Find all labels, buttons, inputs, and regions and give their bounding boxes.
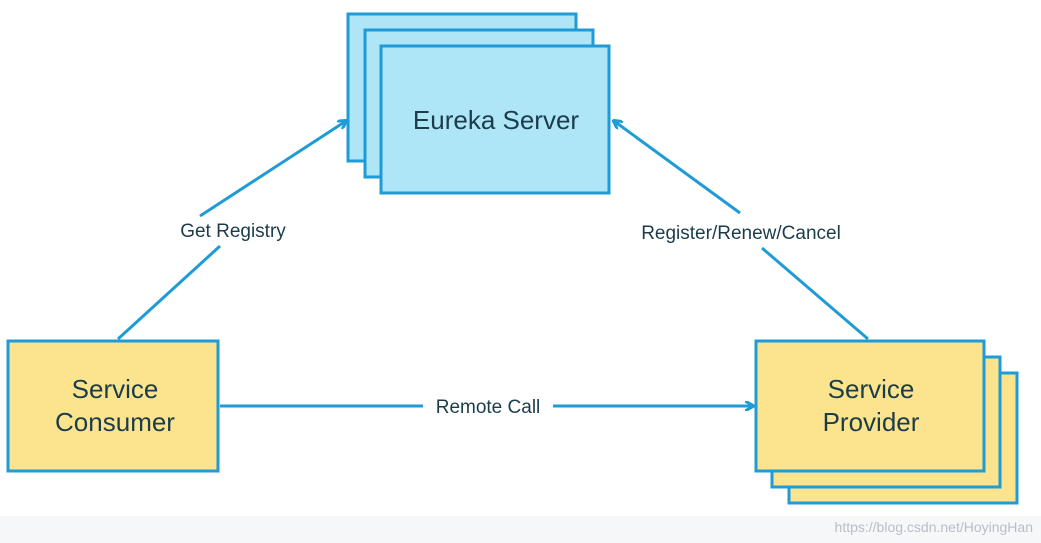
architecture-diagram: Eureka Server Service Consumer Service P… (6, 12, 1019, 505)
register-renew-cancel-label: Register/Renew/Cancel (641, 223, 841, 244)
register-renew-cancel-edge: Register/Renew/Cancel (614, 121, 869, 341)
register-arrow-upper (614, 121, 741, 215)
eureka-server-node: Eureka Server (346, 12, 611, 195)
service-provider-node: Service Provider (754, 339, 1019, 505)
eureka-server-box (379, 44, 611, 195)
service-consumer-label-line2: Consumer (55, 407, 175, 437)
service-consumer-node: Service Consumer (6, 339, 220, 473)
footer-band (0, 516, 1041, 543)
get-registry-arrow-lower (116, 244, 222, 341)
remote-call-edge: Remote Call (220, 397, 753, 418)
remote-call-label: Remote Call (436, 397, 541, 418)
service-provider-box (754, 339, 986, 473)
service-provider-label-line1: Service (828, 374, 915, 404)
service-consumer-box (6, 339, 220, 473)
get-registry-label: Get Registry (180, 221, 286, 242)
watermark-text: https://blog.csdn.net/HoyingHan (834, 519, 1033, 535)
register-arrow-lower (761, 246, 869, 341)
service-provider-label-line2: Provider (823, 407, 920, 437)
get-registry-arrow-upper (199, 121, 346, 218)
eureka-server-label: Eureka Server (413, 105, 580, 135)
get-registry-edge: Get Registry (116, 121, 346, 341)
service-consumer-label-line1: Service (72, 374, 159, 404)
